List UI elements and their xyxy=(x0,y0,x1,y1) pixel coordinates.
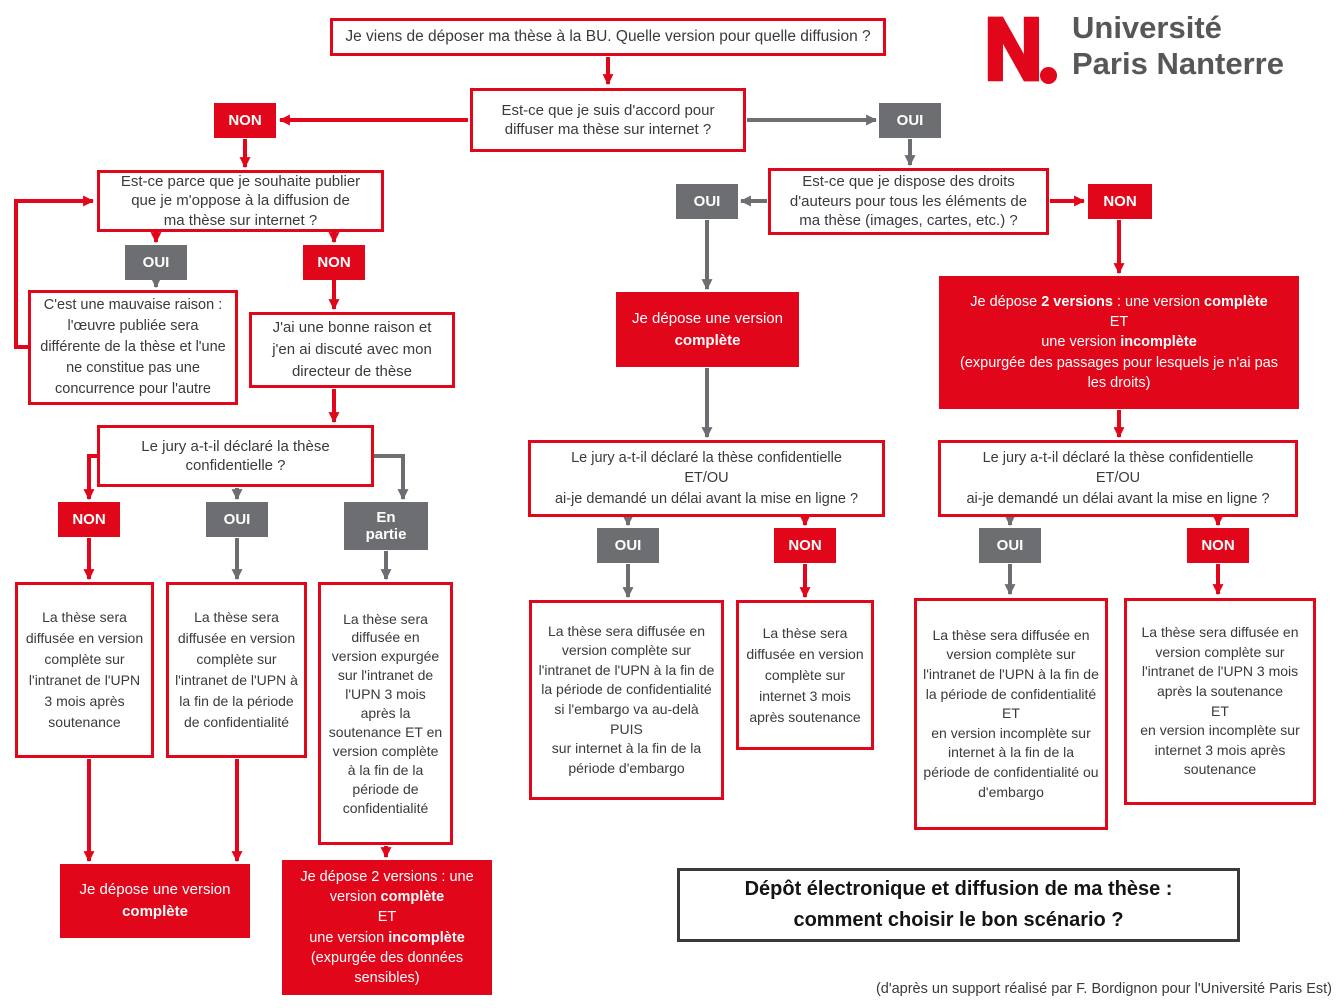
node-dep-2v-left: Je dépose 2 versions : une version compl… xyxy=(282,860,492,995)
text-segment: complète xyxy=(380,888,445,905)
node-q-agree: Est-ce que je suis d'accord pour diffuse… xyxy=(470,88,746,152)
dep-complete-center-text: Je dépose une version complète xyxy=(632,308,783,352)
tag-non-4: NON xyxy=(1088,184,1152,219)
dep-2v-right-text: Je dépose 2 versions : une version compl… xyxy=(949,292,1289,393)
tag-oui-1: OUI xyxy=(879,103,941,138)
node-q-jury-center: Le jury a-t-il déclaré la thèse confiden… xyxy=(528,440,885,517)
tag-non-1: NON xyxy=(214,103,276,138)
node-res-right-oui: La thèse sera diffusée en version complè… xyxy=(914,598,1108,830)
node-dep-complete-left: Je dépose une version complète xyxy=(60,864,250,938)
text-segment: 2 versions xyxy=(1041,293,1113,310)
credit-line: (d'après un support réalisé par F. Bordi… xyxy=(875,981,1332,997)
text-segment: (expurgée des données sensibles) xyxy=(310,949,464,987)
node-res-left-non: La thèse sera diffusée en version complè… xyxy=(15,582,154,758)
text-segment: complète xyxy=(122,903,188,920)
text-segment: incomplète xyxy=(388,929,465,946)
tag-non-5: NON xyxy=(774,528,836,563)
upn-logo-mark xyxy=(987,16,1058,85)
node-res-left-oui: La thèse sera diffusée en version complè… xyxy=(166,582,307,758)
text-segment: (expurgée des passages pour lesquels je … xyxy=(960,354,1278,391)
text-segment: Je dépose xyxy=(970,293,1042,310)
text-segment: Je dépose une version xyxy=(79,881,231,899)
tag-non-2: NON xyxy=(303,245,365,280)
node-good-reason: J'ai une bonne raison et j'en ai discuté… xyxy=(249,312,455,388)
node-start: Je viens de déposer ma thèse à la BU. Qu… xyxy=(330,18,886,56)
node-q-jury-left: Le jury a-t-il déclaré la thèse confiden… xyxy=(97,425,374,487)
text-segment: Je dépose 2 versions : une version xyxy=(300,868,474,905)
text-segment: complète xyxy=(674,331,741,349)
text-segment: complète xyxy=(1204,293,1268,310)
tag-non-6: NON xyxy=(1187,528,1249,563)
tag-oui-4: OUI xyxy=(676,184,738,219)
arrow-juryleft-non xyxy=(83,454,97,501)
node-res-left-enpartie: La thèse sera diffusée en version expurg… xyxy=(318,582,453,845)
logo-line-1: Université xyxy=(1072,10,1222,45)
logo-line-2: Paris Nanterre xyxy=(1072,45,1284,81)
node-q-rights: Est-ce que je dispose des droits d'auteu… xyxy=(768,168,1049,235)
node-dep-complete-center: Je dépose une version complète xyxy=(616,292,799,367)
dep-complete-left-text: Je dépose une version complète xyxy=(80,879,231,923)
text-segment: ET une version xyxy=(309,909,397,946)
tag-oui-5: OUI xyxy=(597,528,659,563)
arrow-juryleft-enpartie xyxy=(374,454,409,501)
diagram-title-box: Dépôt électronique et diffusion de ma th… xyxy=(677,868,1240,942)
title-line-2: comment choisir le bon scénario ? xyxy=(793,909,1124,931)
text-segment: incomplète xyxy=(1120,334,1197,351)
node-dep-2v-right: Je dépose 2 versions : une version compl… xyxy=(939,276,1299,409)
node-res-right-non: La thèse sera diffusée en version complè… xyxy=(1124,598,1316,805)
tag-oui-2: OUI xyxy=(125,245,187,280)
text-segment: : une version xyxy=(1112,293,1205,310)
text-segment: Je dépose une version xyxy=(632,309,783,327)
tag-oui-3: OUI xyxy=(206,502,268,537)
title-line-1: Dépôt électronique et diffusion de ma th… xyxy=(744,878,1173,900)
node-bad-reason: C'est une mauvaise raison : l'œuvre publ… xyxy=(28,290,238,405)
tag-non-3: NON xyxy=(58,502,120,537)
text-segment: ET une version xyxy=(1041,314,1129,351)
node-res-center-oui: La thèse sera diffusée en version complè… xyxy=(529,600,724,800)
node-q-publish: Est-ce parce que je souhaite publier que… xyxy=(97,170,384,232)
node-res-center-non: La thèse sera diffusée en version complè… xyxy=(736,600,874,750)
dep-2v-left-text: Je dépose 2 versions : une version compl… xyxy=(292,867,482,989)
node-q-jury-right: Le jury a-t-il déclaré la thèse confiden… xyxy=(938,440,1298,517)
tag-en-partie: En partie xyxy=(344,502,428,550)
tag-oui-6: OUI xyxy=(979,528,1041,563)
